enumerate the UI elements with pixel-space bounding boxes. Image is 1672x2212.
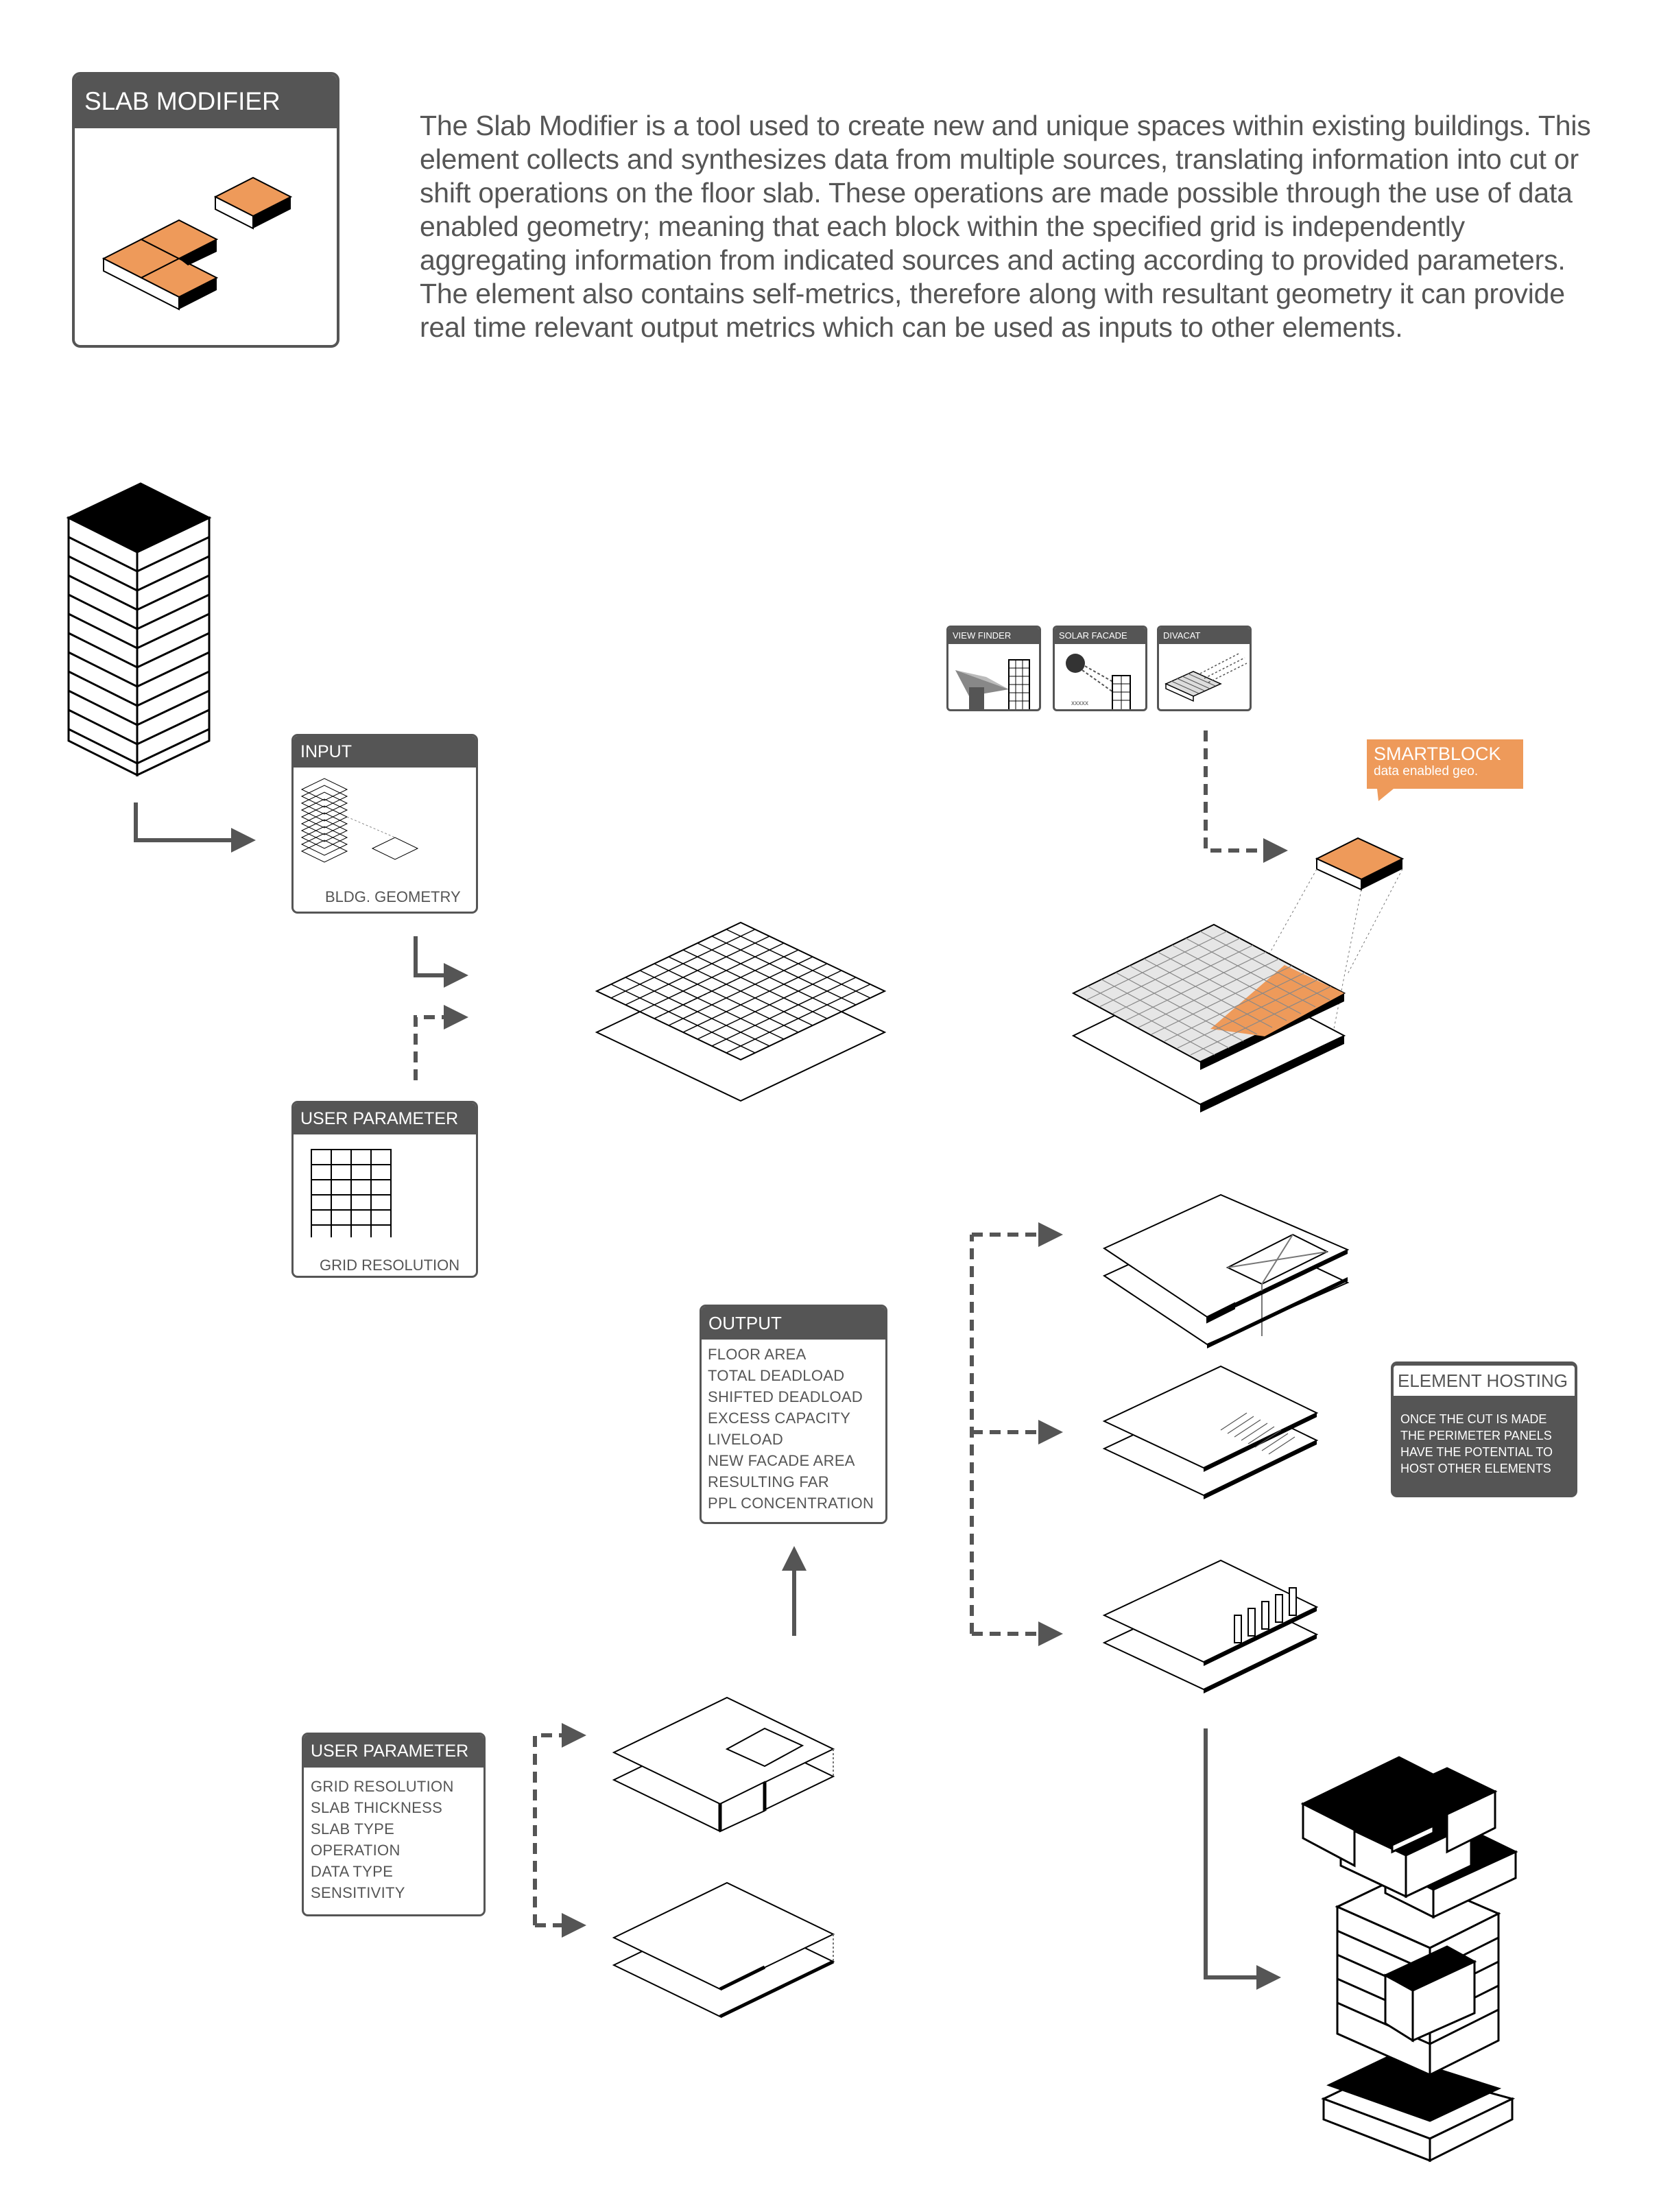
source-divacat-label: DIVACAT bbox=[1159, 628, 1250, 644]
arrow-building-to-input bbox=[136, 802, 243, 840]
output-item: SHIFTED DEADLOAD bbox=[708, 1386, 885, 1407]
cut-slab-1 bbox=[614, 1698, 833, 1831]
element-hosting-title: ELEMENT HOSTING bbox=[1394, 1366, 1575, 1396]
output-item: PPL CONCENTRATION bbox=[708, 1492, 885, 1514]
arrow-param-to-grid bbox=[416, 1017, 456, 1080]
input-card-title: INPUT bbox=[294, 736, 476, 768]
element-hosting-line: THE PERIMETER PANELS bbox=[1400, 1427, 1577, 1444]
cut-slab-2 bbox=[614, 1883, 833, 2017]
output-item: TOTAL DEADLOAD bbox=[708, 1365, 885, 1386]
source-view-finder-label: VIEW FINDER bbox=[948, 628, 1039, 644]
source-view-finder-card: VIEW FINDER bbox=[946, 626, 1041, 711]
user-param-item: SENSITIVITY bbox=[311, 1882, 483, 1903]
output-list: FLOOR AREA TOTAL DEADLOAD SHIFTED DEADLO… bbox=[702, 1340, 885, 1514]
arrow-sources-to-smartblock bbox=[1206, 730, 1276, 851]
element-hosting-line: HOST OTHER ELEMENTS bbox=[1400, 1460, 1577, 1477]
user-param-list-card: USER PARAMETER GRID RESOLUTION SLAB THIC… bbox=[302, 1733, 486, 1916]
user-param-item: SLAB THICKNESS bbox=[311, 1797, 483, 1818]
divacat-icon bbox=[1159, 643, 1252, 711]
solar-facade-note: xxxxx bbox=[1071, 700, 1088, 707]
element-hosting-card: ELEMENT HOSTING ONCE THE CUT IS MADE THE… bbox=[1391, 1361, 1577, 1497]
existing-building bbox=[69, 484, 209, 775]
user-param-grid-card: USER PARAMETER GRID RESOLUTION bbox=[291, 1101, 478, 1278]
user-param-list: GRID RESOLUTION SLAB THICKNESS SLAB TYPE… bbox=[304, 1768, 483, 1903]
grid-resolution-icon bbox=[294, 1134, 478, 1237]
smart-grid-slab bbox=[1073, 925, 1344, 1113]
solar-facade-icon bbox=[1055, 643, 1147, 711]
output-item: EXCESS CAPACITY bbox=[708, 1407, 885, 1429]
output-item: LIVELOAD bbox=[708, 1429, 885, 1450]
user-param-grid-title: USER PARAMETER bbox=[294, 1103, 476, 1134]
source-solar-facade-card: SOLAR FACADE xxxxx bbox=[1053, 626, 1147, 711]
user-param-item: GRID RESOLUTION bbox=[311, 1776, 483, 1797]
element-hosting-line: ONCE THE CUT IS MADE bbox=[1400, 1411, 1577, 1427]
grid-slab bbox=[597, 923, 885, 1101]
hosting-slab-3 bbox=[1104, 1560, 1317, 1693]
output-item: RESULTING FAR bbox=[708, 1471, 885, 1492]
output-card-title: OUTPUT bbox=[702, 1307, 885, 1340]
arrow-param-branch bbox=[535, 1735, 574, 1925]
hosting-slab-1 bbox=[1104, 1195, 1348, 1348]
user-param-list-title: USER PARAMETER bbox=[304, 1735, 483, 1768]
arrow-input-to-grid bbox=[416, 936, 456, 975]
user-param-item: SLAB TYPE bbox=[311, 1818, 483, 1840]
output-card: OUTPUT FLOOR AREA TOTAL DEADLOAD SHIFTED… bbox=[700, 1305, 887, 1524]
user-param-grid-caption: GRID RESOLUTION bbox=[320, 1257, 459, 1274]
element-hosting-body: ONCE THE CUT IS MADE THE PERIMETER PANEL… bbox=[1391, 1396, 1577, 1477]
building-stack-icon bbox=[294, 768, 478, 884]
result-tower bbox=[1303, 1757, 1516, 2161]
smartblock-subtitle: data enabled geo. bbox=[1374, 764, 1478, 779]
user-param-item: OPERATION bbox=[311, 1840, 483, 1861]
source-solar-facade-label: SOLAR FACADE bbox=[1055, 628, 1145, 644]
hosting-slab-2 bbox=[1104, 1366, 1317, 1499]
smartblock-title: SMARTBLOCK bbox=[1374, 744, 1501, 765]
arrow-to-result bbox=[1206, 1728, 1269, 1977]
user-param-item: DATA TYPE bbox=[311, 1861, 483, 1882]
source-divacat-card: DIVACAT bbox=[1157, 626, 1252, 711]
output-item: FLOOR AREA bbox=[708, 1344, 885, 1365]
output-item: NEW FACADE AREA bbox=[708, 1450, 885, 1471]
input-card-caption: BLDG. GEOMETRY bbox=[325, 888, 461, 906]
input-card: INPUT BLDG. GEOMETRY bbox=[291, 734, 478, 914]
element-hosting-line: HAVE THE POTENTIAL TO bbox=[1400, 1444, 1577, 1460]
view-finder-icon bbox=[948, 643, 1041, 711]
